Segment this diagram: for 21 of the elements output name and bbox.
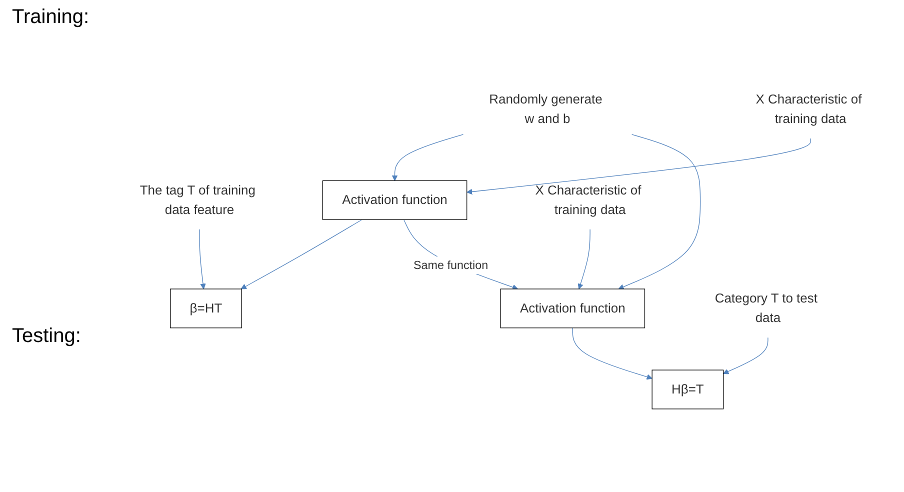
arrow [403,220,518,290]
arrow [240,220,362,290]
section-label: Testing: [12,325,81,348]
arrow [199,229,206,290]
section-label: Training: [12,6,90,29]
edge-label: Same function [414,258,488,272]
arrow [618,134,701,290]
node-text: The tag T of training data feature [140,184,256,218]
arrow [578,229,590,290]
arrow [572,328,652,380]
node-text: X Characteristic of training data [535,184,642,218]
node-box: Hβ=T [652,370,724,410]
arrow [723,338,768,375]
node-text: Randomly generate w and b [489,92,602,127]
node-box: Activation function [500,289,646,329]
arrow [392,134,464,182]
node-box: β=HT [170,289,242,329]
node-box: Activation function [322,180,468,220]
node-text: Category T to test data [714,292,818,326]
arrow [466,138,811,195]
node-text: X Characteristic of training data [756,92,862,127]
